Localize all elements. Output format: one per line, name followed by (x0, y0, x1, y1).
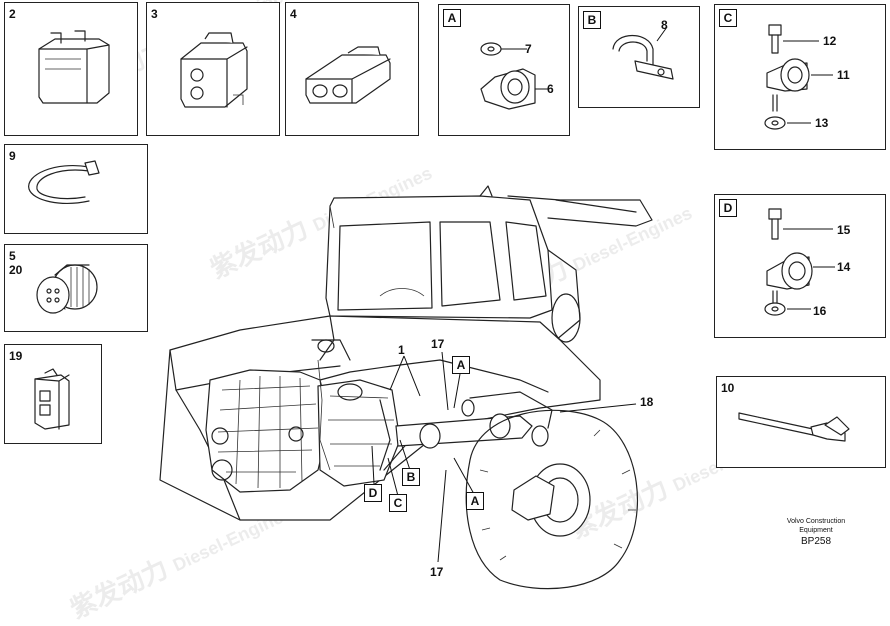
machine-tag-c: C (389, 494, 407, 512)
callout-6: 6 (547, 82, 554, 96)
clamp-with-grommet-icon (480, 42, 549, 110)
cable-clip-icon (612, 26, 674, 80)
detail-box-5: 5 20 (4, 244, 148, 332)
machine-tag-a-top: A (452, 356, 470, 374)
detail-box-19: 19 (4, 344, 102, 444)
callout-13: 13 (815, 116, 829, 130)
detail-box-b: B 8 (578, 6, 700, 108)
callout-16: 16 (813, 304, 827, 318)
callout-20: 20 (9, 263, 23, 277)
callout-17-top: 17 (431, 337, 445, 351)
parts-diagram: 紫发动力 Diesel-Engines 紫发动力 Diesel-Engines … (4, 0, 886, 624)
strap-icon (738, 412, 850, 442)
publisher-caption: Volvo Construction Equipment BP258 (776, 517, 856, 548)
callout-1: 1 (398, 343, 405, 357)
callout-9: 9 (9, 149, 16, 163)
detail-tag-c: C (719, 9, 737, 27)
cable-harness (319, 359, 549, 393)
detail-box-2: 2 (4, 2, 138, 136)
leader-1 (389, 355, 421, 397)
detail-box-d: D 15 14 16 (714, 194, 886, 338)
callout-11: 11 (837, 68, 850, 82)
callout-12: 12 (823, 34, 837, 48)
leader-tag-a-bottom (453, 457, 475, 495)
leader-tag-a-top (453, 373, 461, 409)
terminal-connector-icon (34, 368, 70, 430)
detail-box-3: 3 (146, 2, 280, 136)
bolt-clamp-nut-icon (764, 208, 835, 316)
bolt-clamp-nut-icon (764, 24, 833, 130)
connector-housing-icon (38, 30, 110, 104)
leader-17-bottom (437, 469, 447, 563)
callout-7: 7 (525, 42, 532, 56)
callout-15: 15 (837, 223, 851, 237)
callout-4: 4 (290, 7, 297, 21)
detail-tag-d: D (719, 199, 737, 217)
leader-tag-d (371, 445, 375, 485)
cab-outline (325, 195, 553, 319)
cable-tie-icon (28, 160, 100, 204)
caption-code: BP258 (800, 536, 832, 547)
callout-19: 19 (9, 349, 23, 363)
detail-box-9: 9 (4, 144, 148, 234)
detail-box-a: A 7 6 (438, 4, 570, 136)
machine-tag-a-bottom: A (466, 492, 484, 510)
callout-18: 18 (640, 395, 654, 409)
leader-18 (559, 403, 637, 413)
callout-10: 10 (721, 381, 735, 395)
dump-body-outline (507, 195, 653, 227)
caption-line-2: Equipment (799, 527, 833, 534)
callout-5: 5 (9, 249, 16, 263)
callout-3: 3 (151, 7, 158, 21)
leader-17-top (441, 351, 449, 411)
front-wheel (465, 409, 638, 590)
socket-connector-icon (305, 46, 391, 104)
leader-tag-c (387, 457, 399, 497)
machine-tag-b: B (402, 468, 420, 486)
detail-box-c: C 12 11 13 (714, 4, 886, 150)
detail-box-10: 10 (716, 376, 886, 468)
round-connector-icon (36, 264, 98, 314)
detail-tag-b: B (583, 11, 601, 29)
machine-tag-d: D (364, 484, 382, 502)
detail-box-4: 4 (285, 2, 419, 136)
detail-tag-a: A (443, 9, 461, 27)
plug-connector-icon (180, 32, 248, 108)
callout-8: 8 (661, 18, 668, 32)
callout-14: 14 (837, 260, 851, 274)
callout-2: 2 (9, 7, 16, 21)
articulated-hauler-drawing (159, 185, 653, 590)
caption-line-1: Volvo Construction (786, 518, 846, 525)
leader-tag-b (399, 439, 411, 471)
callout-17-bottom: 17 (430, 565, 444, 579)
